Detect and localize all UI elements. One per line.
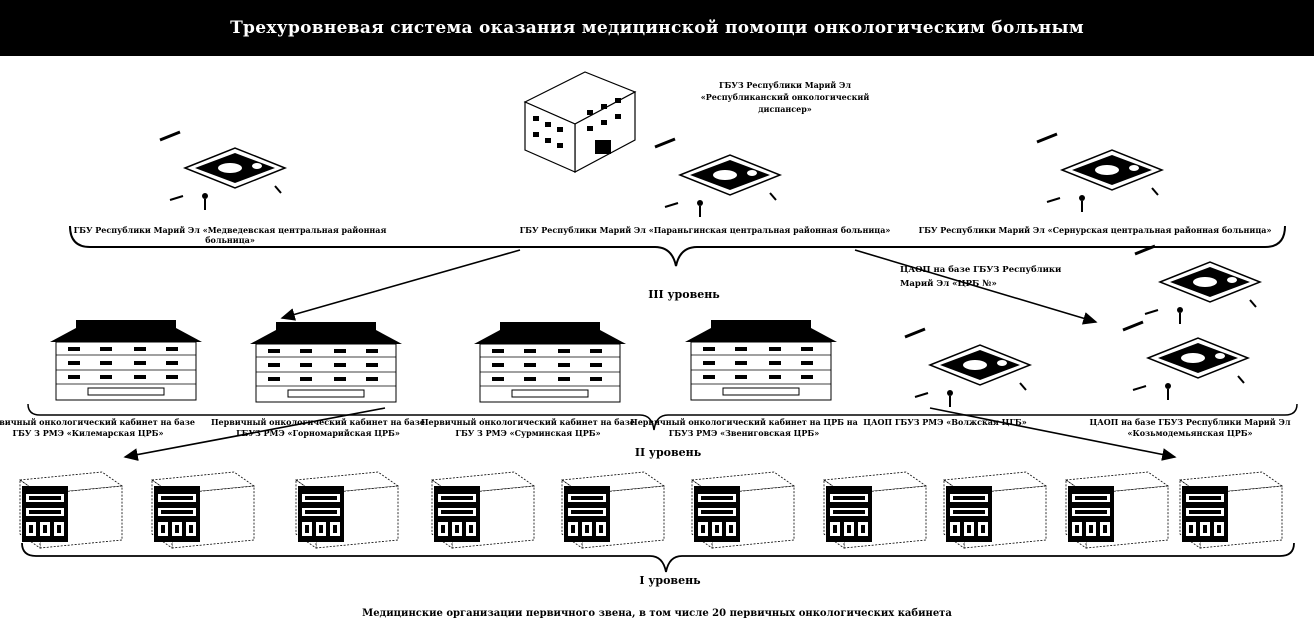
clinic-box-1 [19, 471, 123, 549]
clinic-caop-top-icon [1133, 244, 1262, 326]
level1-brace [21, 542, 1295, 573]
clinic-box-6 [691, 471, 795, 549]
clinic-box-7 [823, 471, 927, 549]
building-zvenigovo-label-line-1: Первичный онкологический кабинет на ЦРБ … [630, 417, 858, 427]
building-gornomari-icon [249, 321, 403, 403]
clinic-sernur-icon [1035, 132, 1164, 214]
building-kilemary-icon [49, 319, 203, 401]
building-surminsk-label-line-2: ГБУ З РМЭ «Сурминская ЦРБ» [455, 428, 600, 438]
building-kilemary-label-line-1: Первичный онкологический кабинет на базе [0, 417, 195, 427]
clinic-paranga-icon [653, 137, 782, 219]
republic-oncology-building [524, 71, 636, 173]
level3-brace [69, 225, 1286, 267]
caop-note-line-2: Марий Эл «ЦРБ №» [900, 278, 997, 289]
clinic-box-4 [431, 471, 535, 549]
footer-note: Медицинские организации первичного звена… [362, 608, 952, 619]
caop-note-line-1: ЦАОП на базе ГБУЗ Республики [900, 264, 1062, 275]
level1-label: I уровень [639, 574, 701, 587]
title-banner: Трехуровневая система оказания медицинск… [0, 0, 1314, 56]
arrow-level2-to-bottom-left [123, 407, 386, 461]
republic-oncology-label-line-1: ГБУЗ Республики Марий Эл [719, 80, 851, 90]
arrow-level3-to-mid-right [854, 249, 1098, 325]
caop-volzhsk-label: ЦАОП ГБУЗ РМЭ «Волжская ЦГБ» [863, 417, 1026, 427]
clinic-medvedevo-icon [158, 130, 287, 212]
building-surminsk-icon [473, 321, 627, 403]
clinic-box-8 [943, 471, 1047, 549]
building-surminsk-label-line-1: Первичный онкологический кабинет на базе [421, 417, 635, 427]
clinic-box-9 [1065, 471, 1169, 549]
level2-label: II уровень [635, 446, 702, 459]
republic-oncology-label-line-3: диспансер» [758, 104, 812, 114]
arrow-level3-to-mid-left [280, 249, 521, 321]
clinic-medvedevo-label-line-2: больница» [205, 235, 255, 245]
republic-oncology-label-line-2: «Республиканский онкологический [701, 92, 870, 102]
clinic-paranga-label: ГБУ Республики Марий Эл «Параньгинская ц… [520, 225, 891, 235]
clinic-box-5 [561, 471, 665, 549]
building-gornomari-label-line-2: ГБУЗ РМЭ «Горномарийская ЦРБ» [236, 428, 400, 438]
level3-label: III уровень [648, 288, 720, 301]
clinic-caop-volzhsk-icon [903, 327, 1032, 409]
clinic-box-10 [1179, 471, 1283, 549]
clinic-medvedevo-label-line-1: ГБУ Республики Марий Эл «Медведевская це… [74, 225, 387, 235]
diagram-title: Трехуровневая система оказания медицинск… [230, 18, 1084, 38]
arrow-level2-to-bottom-right [929, 407, 1177, 461]
caop-kozmodemyansk-label-line-1: ЦАОП на базе ГБУЗ Республики Марий Эл [1090, 417, 1291, 427]
clinic-box-2 [151, 471, 255, 549]
clinic-sernur-label: ГБУ Республики Марий Эл «Сернурская цент… [919, 225, 1272, 235]
building-zvenigovo-icon [684, 319, 838, 401]
building-kilemary-label-line-2: ГБУ З РМЭ «Килемарская ЦРБ» [13, 428, 164, 438]
level2-brace [27, 403, 1298, 431]
clinic-box-3 [295, 471, 399, 549]
clinic-caop-kozmodemyansk-icon [1121, 320, 1250, 402]
caop-kozmodemyansk-label-line-2: «Козьмодемьянская ЦРБ» [1127, 428, 1252, 438]
building-zvenigovo-label-line-2: ГБУЗ РМЭ «Звениговская ЦРБ» [669, 428, 820, 438]
building-gornomari-label-line-1: Первичный онкологический кабинет на базе [211, 417, 425, 427]
